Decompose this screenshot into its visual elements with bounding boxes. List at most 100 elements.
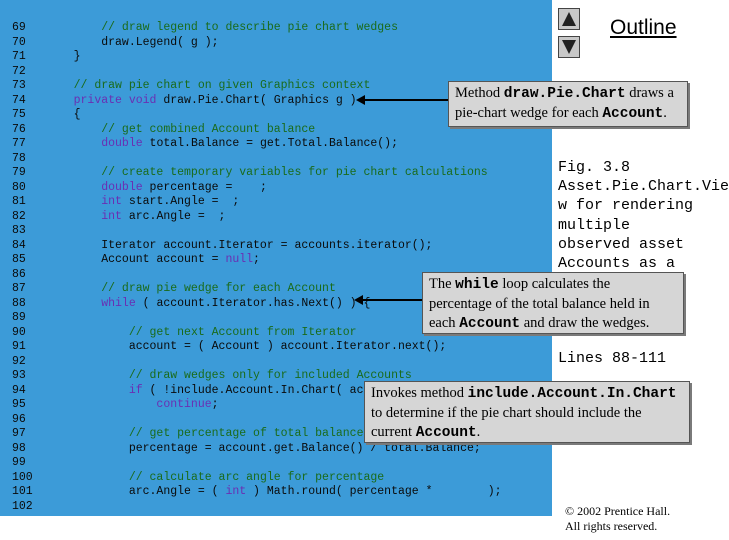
code-line: // draw wedges only for included Account…: [46, 369, 412, 383]
code-keyword: int: [101, 195, 122, 208]
line-number: 92: [12, 354, 26, 368]
code-text: [46, 471, 129, 484]
figure-caption: Fig. 3.8 Asset.Pie.Chart.Vie w for rende…: [558, 159, 729, 273]
outline-link[interactable]: Outline: [610, 16, 677, 39]
code-line: // get next Account from Iterator: [46, 326, 357, 340]
code-line: // get combined Account balance: [46, 123, 315, 137]
triangle-down-icon: [562, 40, 576, 54]
line-number: 78: [12, 151, 26, 165]
line-number: 97: [12, 427, 26, 440]
code-line: double percentage = ;: [46, 181, 267, 195]
code-comment: // draw wedges only for included Account…: [128, 369, 412, 382]
callout-code-term: draw.Pie.Chart: [503, 86, 626, 102]
line-number: 69: [12, 21, 26, 34]
line-number: 76: [12, 122, 26, 136]
callout-text: The: [429, 276, 456, 292]
code-line: // get percentage of total balance: [46, 427, 364, 441]
callout-text: and draw the wedges.: [520, 315, 650, 331]
callout-text: pie-chart wedge for each: [455, 105, 603, 121]
line-number: 80: [12, 180, 26, 194]
line-number: 79: [12, 166, 26, 179]
code-line: percentage = account.get.Balance() / tot…: [46, 442, 481, 456]
callout-text: .: [663, 105, 667, 121]
code-text: ( !include.Account.In.Chart( accou: [142, 383, 385, 397]
code-comment: // get percentage of total balance: [128, 427, 364, 440]
code-text: start.Angle = ;: [121, 195, 240, 208]
callout-text: loop calculates the: [498, 276, 611, 292]
line-number: 94: [12, 383, 26, 397]
line-number: 74: [12, 93, 26, 107]
code-comment: // draw pie wedge for each Account: [101, 282, 336, 295]
code-line: Iterator account.Iterator = accounts.ite…: [46, 239, 432, 253]
code-text: [46, 398, 156, 411]
previous-slide-button[interactable]: [558, 8, 580, 30]
line-number: 87: [12, 282, 26, 295]
code-text: [46, 21, 101, 34]
code-keyword: double: [101, 137, 143, 150]
line-number: 96: [12, 412, 26, 426]
line-number: 101: [12, 485, 33, 498]
line-number: 89: [12, 311, 26, 324]
code-keyword: null: [225, 253, 254, 266]
code-text: draw.Pie.Chart( Graphics g ): [156, 93, 357, 107]
code-text: [46, 166, 101, 179]
line-number: 86: [12, 267, 26, 281]
code-text: arc.Angle = ;: [121, 209, 226, 223]
line-number: 90: [12, 325, 26, 339]
code-line: account = ( Account ) account.Iterator.n…: [46, 340, 446, 354]
callout-text: to determine if the pie chart should inc…: [371, 405, 642, 421]
line-number: 102: [12, 499, 33, 513]
line-number: 73: [12, 79, 26, 92]
line-number: 82: [12, 209, 26, 223]
code-comment: // calculate arc angle for percentage: [128, 470, 385, 484]
line-number: 99: [12, 456, 26, 469]
callout-code-term: Account: [602, 106, 664, 122]
code-comment: // draw legend to describe pie chart wed…: [101, 21, 398, 34]
code-keyword: continue: [156, 398, 212, 411]
callout-text: Method: [455, 85, 504, 101]
code-text: [46, 79, 74, 92]
code-line: int start.Angle = ;: [46, 195, 239, 209]
code-text: percentage = ;: [142, 180, 267, 194]
code-line: int arc.Angle = ;: [46, 210, 225, 224]
callout-text: each: [429, 315, 460, 331]
code-text: {: [46, 108, 81, 121]
code-text: [46, 210, 101, 223]
code-comment: // draw pie chart on given Graphics cont…: [73, 79, 371, 92]
code-text: [46, 282, 101, 295]
code-line: continue;: [46, 398, 219, 412]
code-text: account = ( Account ) account.Iterator.n…: [46, 340, 447, 353]
line-number: 98: [12, 441, 26, 455]
triangle-up-icon: [562, 12, 576, 26]
code-keyword: while: [101, 296, 136, 310]
code-text: Account account =: [46, 253, 226, 266]
code-keyword: private void: [73, 93, 157, 107]
code-text: ;: [211, 398, 219, 411]
line-number: 88: [12, 296, 26, 310]
code-text: [46, 369, 129, 382]
line-number: 72: [12, 64, 26, 78]
code-text: [46, 94, 74, 107]
code-text: [46, 123, 101, 136]
callout-code-term: Account: [415, 425, 477, 441]
line-number: 71: [12, 50, 26, 63]
line-number: 70: [12, 35, 26, 49]
line-number: 100: [12, 470, 33, 484]
code-line: // calculate arc angle for percentage: [46, 471, 384, 485]
code-comment: // get next Account from Iterator: [128, 325, 357, 339]
code-text: ;: [253, 253, 260, 266]
line-number: 91: [12, 340, 26, 353]
line-number: 84: [12, 238, 26, 252]
callout-code-term: Account: [459, 316, 521, 332]
code-keyword: int: [225, 485, 247, 498]
callout-text: draws a: [625, 85, 674, 101]
code-text: [46, 384, 129, 397]
code-line: }: [46, 50, 81, 64]
line-number: 85: [12, 253, 26, 266]
next-slide-button[interactable]: [558, 36, 580, 58]
code-keyword: double: [101, 180, 143, 194]
code-text: ( account.Iterator.has.Next() ) {: [135, 296, 371, 310]
code-line: Account account = null;: [46, 253, 260, 267]
callout-text: percentage of the total balance held in: [429, 296, 650, 312]
